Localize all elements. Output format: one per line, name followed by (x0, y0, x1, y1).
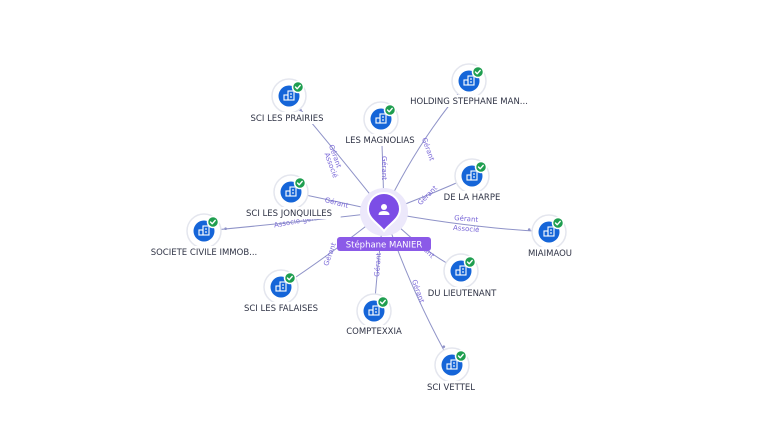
building-icon (283, 90, 295, 101)
company-node-societe-civile[interactable]: SOCIETE CIVILE IMMOB... (139, 213, 269, 258)
edge-arrow-sci-vettel (442, 345, 446, 348)
edge-label-sci-vettel-0: Gérant (410, 279, 426, 305)
building-icon (455, 265, 467, 276)
node-layer: SCI LES PRAIRIES LES MAGNOLIAS HOLDING STE… (139, 63, 576, 393)
edge-arrow-societe-civile (224, 227, 227, 231)
verified-check-icon (376, 295, 390, 309)
center-label-bg (337, 237, 431, 251)
center-person-node[interactable]: Stéphane MANIER (337, 188, 431, 251)
verified-check-icon (383, 103, 397, 117)
company-node-sci-vettel[interactable]: SCI VETTEL (420, 347, 482, 393)
building-icon (463, 75, 475, 86)
building-icon (543, 226, 555, 237)
node-label-bg (423, 287, 501, 299)
company-node-sci-les-falaises[interactable]: SCI LES FALAISES (234, 269, 328, 314)
verified-check-icon (471, 65, 485, 79)
node-label-les-magnolias: LES MAGNOLIAS (345, 136, 414, 146)
building-icon (368, 305, 380, 316)
node-label-sci-vettel: SCI VETTEL (427, 383, 475, 393)
verified-check-icon (463, 255, 477, 269)
node-label-miaimaou: MIAIMAOU (528, 249, 572, 259)
building-icon (375, 113, 387, 124)
edge-label-sci-les-falaises-0: Gérant (322, 241, 338, 267)
verified-check-icon (551, 216, 565, 230)
verified-check-icon (283, 271, 297, 285)
node-label-bg (139, 246, 269, 258)
edge-label-de-la-harpe-0: Gérant (416, 184, 439, 207)
node-label-de-la-harpe: DE LA HARPE (444, 193, 501, 203)
company-node-du-lieutenant[interactable]: DU LIEUTENANT (423, 253, 501, 299)
building-icon (198, 225, 210, 236)
node-label-bg (237, 207, 341, 219)
node-label-societe-civile: SOCIETE CIVILE IMMOB... (151, 248, 258, 258)
node-label-holding-stephane: HOLDING STEPHANE MAN... (410, 97, 528, 107)
company-node-de-la-harpe[interactable]: DE LA HARPE (438, 158, 506, 203)
node-label-comptexxia: COMPTEXXIA (346, 327, 402, 337)
edge-label-les-magnolias-0: Gérant (380, 156, 388, 180)
node-label-bg (234, 302, 328, 314)
center-person-label: Stéphane MANIER (346, 240, 423, 251)
company-node-comptexxia[interactable]: COMPTEXXIA (343, 293, 405, 337)
node-label-bg (404, 95, 534, 107)
verified-check-icon (474, 160, 488, 174)
node-label-du-lieutenant: DU LIEUTENANT (428, 289, 497, 299)
building-icon (285, 186, 297, 197)
node-label-bg (341, 134, 419, 146)
node-label-sci-les-jonquilles: SCI LES JONQUILLES (246, 209, 332, 219)
verified-check-icon (454, 349, 468, 363)
company-node-sci-les-prairies[interactable]: SCI LES PRAIRIES (240, 78, 334, 124)
building-icon (446, 359, 458, 370)
node-label-bg (343, 325, 405, 337)
building-icon (466, 170, 478, 181)
edge-label-comptexxia-0: Gérant (373, 252, 383, 277)
node-label-bg (420, 381, 482, 393)
node-label-bg (438, 191, 506, 203)
node-label-sci-les-prairies: SCI LES PRAIRIES (251, 114, 324, 124)
edge-label-miaimaou-0: Gérant (454, 214, 479, 224)
node-label-bg (524, 247, 576, 259)
edge-label-miaimaou-1: Associé (453, 224, 480, 234)
company-node-les-magnolias[interactable]: LES MAGNOLIAS (341, 101, 419, 146)
company-node-miaimaou[interactable]: MIAIMAOU (524, 214, 576, 259)
building-icon (275, 281, 287, 292)
node-label-sci-les-falaises: SCI LES FALAISES (244, 304, 318, 314)
verified-check-icon (206, 215, 220, 229)
company-node-holding-stephane[interactable]: HOLDING STEPHANE MAN... (404, 63, 534, 107)
edge-arrow-miaimaou (527, 228, 531, 231)
node-label-bg (240, 112, 334, 124)
verified-check-icon (291, 80, 305, 94)
company-node-sci-les-jonquilles[interactable]: SCI LES JONQUILLES (237, 174, 341, 219)
verified-check-icon (293, 176, 307, 190)
person-icon (378, 204, 390, 215)
edge-label-holding-stephane-0: Gérant (420, 137, 436, 163)
